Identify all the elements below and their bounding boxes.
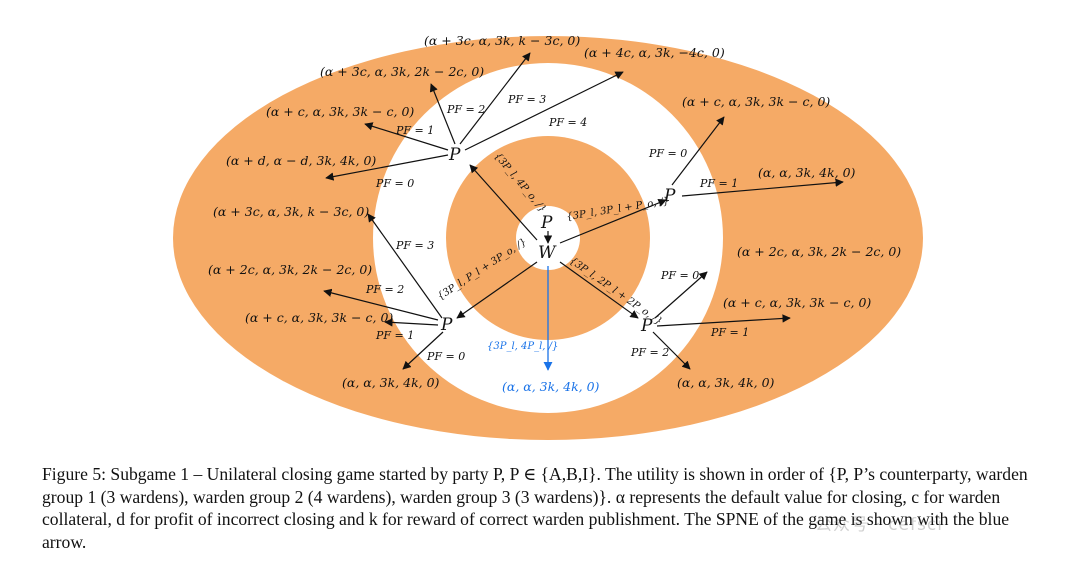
pf-lr-0: PF = 0 [660, 269, 699, 282]
edge-w-to-upper-right [559, 198, 667, 244]
payoff-spne: (α, α, 3k, 4k, 0) [502, 379, 600, 394]
payoff-ll-3: (α + 3c, α, 3k, k − 3c, 0) [213, 204, 369, 219]
pf-ur-1: PF = 1 [699, 177, 738, 190]
edge-ll-1 [384, 318, 439, 327]
edge-ll-3 [367, 213, 443, 319]
pf-ul-2: PF = 2 [446, 103, 485, 116]
pf-ll-3: PF = 3 [395, 239, 434, 252]
payoff-ll-0: (α, α, 3k, 4k, 0) [342, 375, 440, 390]
edge-w-to-lower-right [559, 261, 639, 319]
payoff-ul-4: (α + 4c, α, 3k, −4c, 0) [584, 45, 725, 60]
pf-lr-2: PF = 2 [630, 346, 669, 359]
edge-ul-3 [459, 52, 531, 145]
pf-lr-1: PF = 1 [710, 326, 749, 339]
pf-ul-1: PF = 1 [395, 124, 434, 137]
payoff-ll-2: (α + 2c, α, 3k, 2k − 2c, 0) [208, 262, 372, 277]
pf-ur-0: PF = 0 [648, 147, 687, 160]
payoff-ur-1: (α, α, 3k, 4k, 0) [758, 165, 856, 180]
pf-ul-0: PF = 0 [375, 177, 414, 190]
edge-ul-2 [429, 83, 456, 145]
edge-ul-0 [325, 154, 449, 181]
edge-lr-0 [654, 271, 708, 319]
pf-ll-1: PF = 1 [375, 329, 414, 342]
edge-w-to-lower-left [456, 261, 538, 319]
payoff-ur-0: (α + c, α, 3k, 3k − c, 0) [682, 94, 830, 109]
player-node-lower-right: P [640, 316, 653, 336]
pf-ul-3: PF = 3 [507, 93, 546, 106]
center-node-w: W [538, 243, 557, 263]
player-node-upper-left: P [448, 145, 461, 165]
edge-ll-0 [402, 331, 444, 370]
edge-ul-4 [464, 71, 624, 151]
payoff-ul-1: (α + c, α, 3k, 3k − c, 0) [266, 104, 414, 119]
edge-ur-0 [671, 116, 725, 186]
center-node-p: P [540, 213, 553, 233]
payoff-ul-3: (α + 3c, α, 3k, k − 3c, 0) [424, 33, 580, 48]
edge-ul-1 [364, 122, 449, 151]
edge-lr-1 [656, 314, 791, 327]
payoff-lr-1: (α + c, α, 3k, 3k − c, 0) [723, 295, 871, 310]
edge-ll-2 [323, 288, 439, 321]
payoff-lr-0: (α + 2c, α, 3k, 2k − 2c, 0) [737, 244, 901, 259]
player-node-lower-left: P [440, 315, 453, 335]
edge-w-to-upper-left [469, 164, 538, 241]
action-label-spne: {3P_l, 4P_l, /} [487, 341, 558, 352]
edge-lr-2 [652, 331, 691, 370]
payoff-lr-2: (α, α, 3k, 4k, 0) [677, 375, 775, 390]
figure-caption: Figure 5: Subgame 1 – Unilateral closing… [42, 464, 1028, 552]
watermark: 公众号 · cefsci [815, 515, 943, 535]
payoff-ll-1: (α + c, α, 3k, 3k − c, 0) [245, 310, 393, 325]
pf-ll-0: PF = 0 [426, 350, 465, 363]
pf-ll-2: PF = 2 [365, 283, 404, 296]
payoff-ul-0: (α + d, α − d, 3k, 4k, 0) [226, 153, 376, 168]
game-tree-diagram: P W {3P_l, 4P_o, /} {3P_l, 3P_l + P_o, /… [173, 33, 923, 440]
player-node-upper-right: P [663, 186, 676, 206]
edge-ur-1 [681, 178, 844, 197]
pf-ul-4: PF = 4 [548, 116, 587, 129]
payoff-ul-2: (α + 3c, α, 3k, 2k − 2c, 0) [320, 64, 484, 79]
